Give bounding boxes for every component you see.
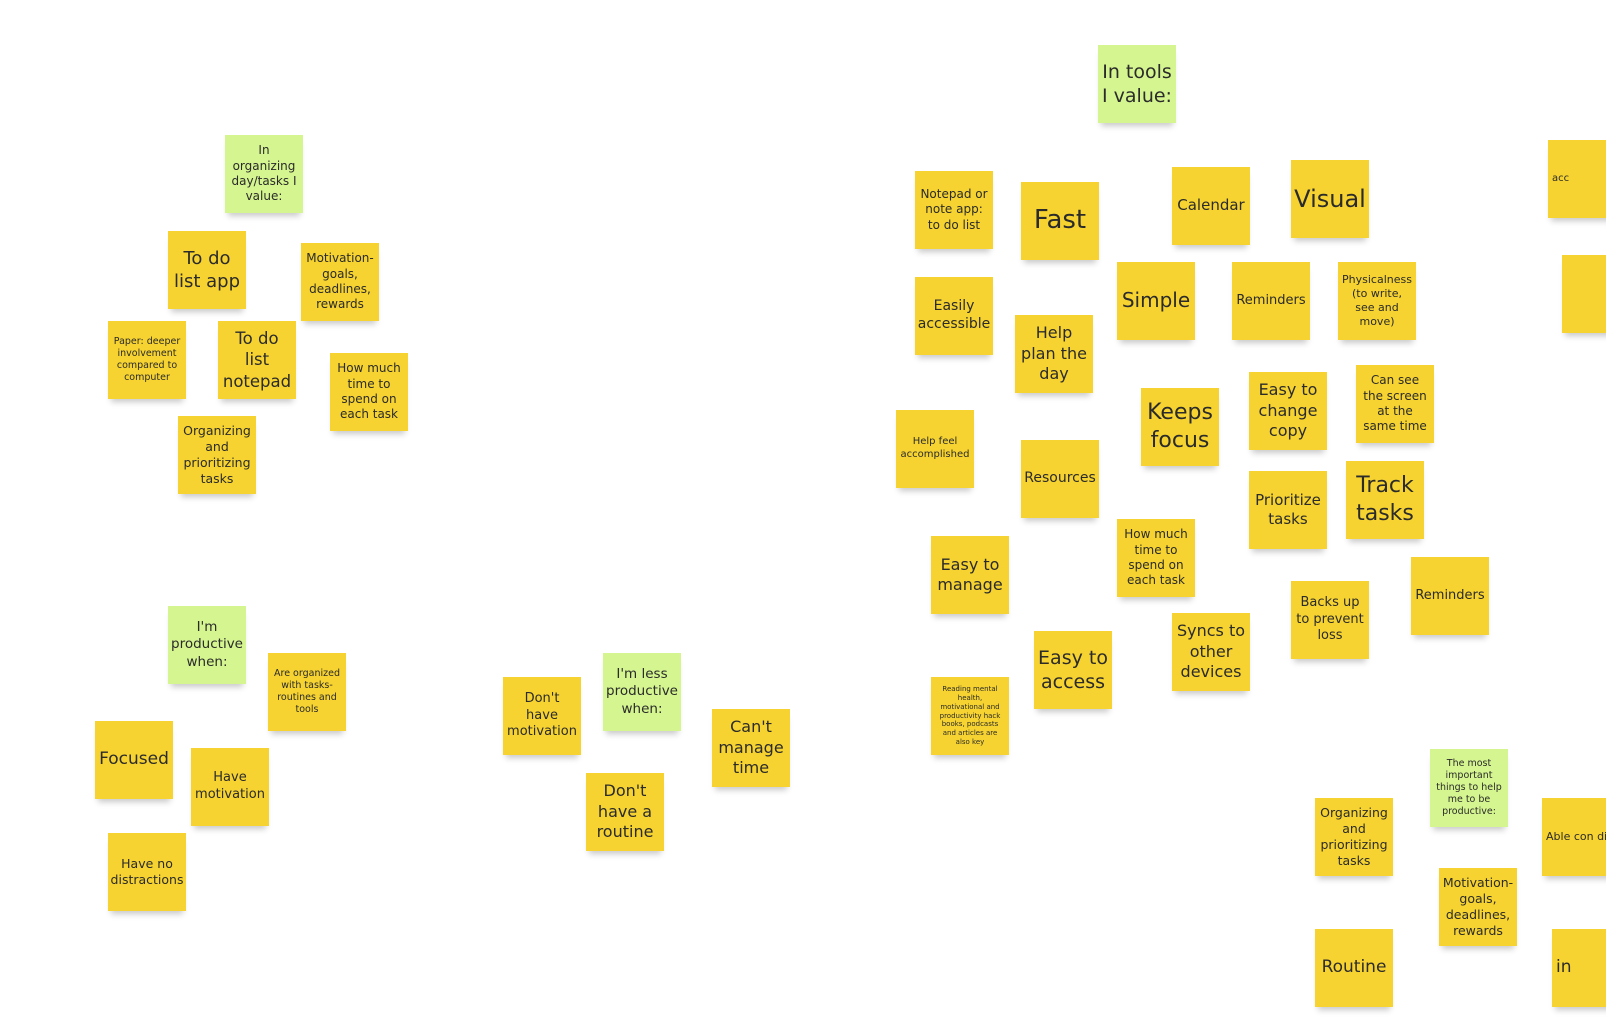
sticky-note-text: Can see the screen at the same time (1363, 373, 1427, 434)
sticky-note[interactable]: Don't have motivation (503, 677, 581, 755)
sticky-note[interactable]: Easily accessible (915, 277, 993, 355)
sticky-note-text: Are organized with tasks- routines and t… (274, 667, 340, 716)
sticky-note-text: Paper: deeper involvement compared to co… (113, 335, 181, 384)
sticky-note-text: in (1556, 957, 1572, 978)
sticky-note-text: Notepad or note app: to do list (920, 186, 988, 232)
sticky-note-text: Organizing and prioritizing tasks (183, 423, 251, 486)
sticky-note-heading[interactable]: In organizing day/tasks I value: (225, 135, 303, 213)
sticky-note[interactable]: Help feel accomplished (896, 410, 974, 488)
sticky-note[interactable]: Keeps focus (1141, 388, 1219, 466)
sticky-note-text: To do list notepad (222, 329, 292, 391)
sticky-note-text: Easy to access (1038, 646, 1108, 693)
sticky-note-text: Track tasks (1356, 472, 1414, 526)
sticky-note[interactable]: Easy to manage (931, 536, 1009, 614)
sticky-note[interactable]: Have motivation (191, 748, 269, 826)
sticky-note[interactable]: Visual (1291, 160, 1369, 238)
sticky-note[interactable]: Calendar (1172, 167, 1250, 245)
sticky-note-text: Easy to change copy (1258, 380, 1318, 441)
sticky-note-text: Reading mental health, motivational and … (939, 684, 1001, 747)
sticky-note[interactable]: Paper: deeper involvement compared to co… (108, 321, 186, 399)
sticky-note-text: Help plan the day (1021, 323, 1087, 384)
sticky-note[interactable]: Can see the screen at the same time (1356, 365, 1434, 443)
sticky-note-heading[interactable]: In tools I value: (1098, 45, 1176, 123)
sticky-note-text: Focused (99, 749, 169, 770)
sticky-note[interactable]: Reminders (1232, 262, 1310, 340)
sticky-note-text: Backs up to prevent loss (1296, 595, 1364, 644)
sticky-note[interactable]: Routine (1315, 929, 1393, 1007)
sticky-note-heading[interactable]: I'm less productive when: (603, 653, 681, 731)
sticky-note-text: Help feel accomplished (900, 436, 970, 460)
sticky-note-text: Organizing and prioritizing tasks (1320, 805, 1388, 868)
sticky-note[interactable]: Backs up to prevent loss (1291, 581, 1369, 659)
sticky-note-text: acc (1552, 172, 1570, 184)
sticky-note-text: Reminders (1415, 587, 1485, 603)
sticky-note[interactable]: Notepad or note app: to do list (915, 171, 993, 249)
sticky-note[interactable] (1562, 255, 1606, 333)
sticky-note[interactable]: Syncs to other devices (1172, 613, 1250, 691)
sticky-note[interactable]: Easy to change copy (1249, 372, 1327, 450)
sticky-note-text: Motivation- goals, deadlines, rewards (1442, 875, 1514, 938)
sticky-note[interactable]: Track tasks (1346, 461, 1424, 539)
sticky-note[interactable]: Reading mental health, motivational and … (931, 677, 1009, 755)
sticky-note[interactable]: Prioritize tasks (1249, 471, 1327, 549)
sticky-note[interactable]: Are organized with tasks- routines and t… (268, 653, 346, 731)
sticky-note-text: Simple (1121, 288, 1191, 313)
sticky-note[interactable]: Help plan the day (1015, 315, 1093, 393)
sticky-note-text: Don't have a routine (596, 781, 654, 842)
sticky-note[interactable]: Resources (1021, 440, 1099, 518)
sticky-note-text: Able con dis (1546, 829, 1606, 843)
sticky-note-text: Visual (1294, 184, 1366, 213)
sticky-note[interactable]: Able con dis (1542, 798, 1606, 876)
sticky-note-text: In tools I value: (1102, 60, 1172, 107)
sticky-note-text: Physicalness (to write, see and move) (1342, 272, 1412, 329)
sticky-note[interactable]: To do list app (168, 231, 246, 309)
sticky-note[interactable]: How much time to spend on each task (330, 353, 408, 431)
sticky-note[interactable]: Fast (1021, 182, 1099, 260)
sticky-note[interactable]: Have no distractions (108, 833, 186, 911)
sticky-note-text: Routine (1321, 957, 1387, 978)
sticky-note[interactable]: Organizing and prioritizing tasks (178, 416, 256, 494)
sticky-note-text: The most important things to help me to … (1436, 757, 1502, 818)
sticky-note-text: I'm less productive when: (606, 666, 678, 717)
sticky-note[interactable]: Reminders (1411, 557, 1489, 635)
sticky-note[interactable]: Don't have a routine (586, 773, 664, 851)
sticky-note-text: Motivation- goals, deadlines, rewards (306, 251, 374, 312)
sticky-note[interactable]: in (1552, 929, 1606, 1007)
sticky-note[interactable]: How much time to spend on each task (1117, 519, 1195, 597)
sticky-note[interactable]: Motivation- goals, deadlines, rewards (301, 243, 379, 321)
sticky-note-text: Prioritize tasks (1255, 490, 1321, 528)
sticky-note[interactable]: Easy to access (1034, 631, 1112, 709)
sticky-note[interactable]: Motivation- goals, deadlines, rewards (1439, 868, 1517, 946)
sticky-note[interactable]: Focused (95, 721, 173, 799)
sticky-note-text: Resources (1024, 470, 1096, 487)
sticky-note-heading[interactable]: I'm productive when: (168, 606, 246, 684)
sticky-note-text: To do list app (173, 247, 241, 292)
sticky-note-heading[interactable]: The most important things to help me to … (1430, 749, 1508, 827)
sticky-note[interactable]: Can't manage time (712, 709, 790, 787)
sticky-note[interactable]: Simple (1117, 262, 1195, 340)
sticky-note-text: In organizing day/tasks I value: (231, 143, 297, 204)
sticky-note[interactable]: Physicalness (to write, see and move) (1338, 262, 1416, 340)
sticky-note-text: I'm productive when: (171, 619, 243, 670)
sticky-note-text: Fast (1033, 205, 1087, 236)
sticky-note-text: Easily accessible (917, 298, 991, 332)
sticky-note-text: Easy to manage (937, 554, 1003, 594)
sticky-note-text: Have no distractions (110, 856, 184, 887)
sticky-note-text: Syncs to other devices (1176, 621, 1246, 682)
sticky-note[interactable]: To do list notepad (218, 321, 296, 399)
sticky-note-text: Have motivation (195, 770, 265, 802)
sticky-note[interactable]: acc (1548, 140, 1606, 218)
sticky-note-text: Don't have motivation (507, 691, 577, 740)
sticky-note-text: How much time to spend on each task (1124, 527, 1188, 588)
sticky-note-text: Can't manage time (718, 717, 784, 778)
sticky-note-text: Keeps focus (1147, 399, 1213, 453)
sticky-note-text: How much time to spend on each task (337, 361, 401, 422)
sticky-note[interactable]: Organizing and prioritizing tasks (1315, 798, 1393, 876)
sticky-note-text: Calendar (1177, 196, 1245, 215)
sticky-note-text: Reminders (1236, 292, 1306, 308)
